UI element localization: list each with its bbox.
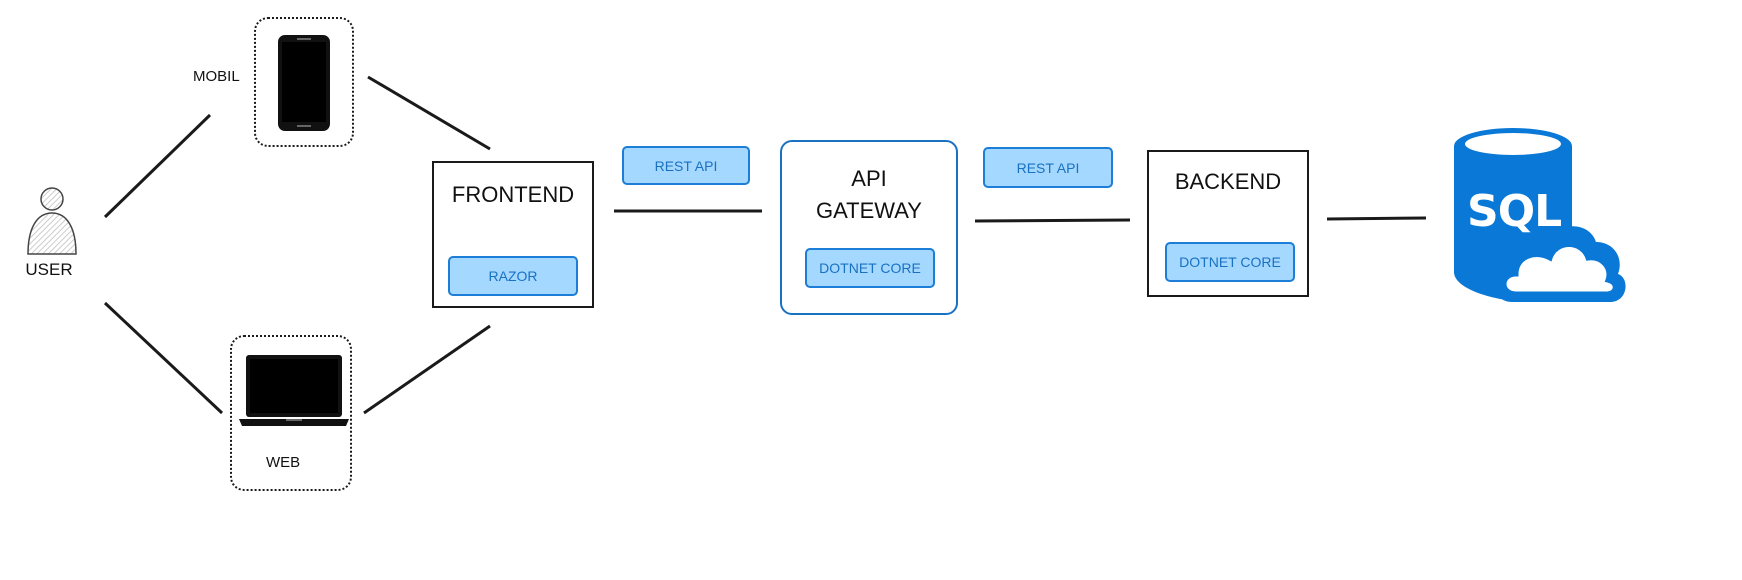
backend-title: BACKEND	[1174, 169, 1282, 194]
line-gateway-backend	[974, 218, 1131, 223]
mobile-label: MOBIL	[193, 68, 240, 85]
laptop-icon	[239, 355, 349, 426]
line-backend-sql	[1326, 216, 1427, 221]
line-user-web	[103, 301, 224, 415]
user-icon	[27, 187, 77, 255]
gateway-tech-chip: DOTNET CORE	[805, 248, 935, 288]
gateway-title-line2: GATEWAY	[816, 198, 922, 223]
smartphone-icon	[278, 35, 330, 131]
backend-box: BACKEND DOTNET CORE	[1147, 150, 1309, 297]
api-gateway-box: API GATEWAY DOTNET CORE	[780, 140, 958, 315]
line-user-mobile	[103, 113, 212, 219]
line-web-frontend	[363, 324, 491, 415]
frontend-box: FRONTEND RAZOR	[432, 161, 594, 308]
backend-tech-chip: DOTNET CORE	[1165, 242, 1295, 282]
sql-database-icon	[1454, 128, 1626, 302]
rest-api-chip-1: REST API	[622, 146, 750, 185]
line-mobile-frontend	[367, 75, 491, 151]
sql-label: SQL	[1467, 186, 1562, 237]
rest-api-chip-2: REST API	[983, 147, 1113, 188]
frontend-tech-chip: RAZOR	[448, 256, 578, 296]
web-device-frame	[230, 335, 352, 491]
gateway-title-line1: API	[851, 166, 887, 191]
frontend-title: FRONTEND	[451, 182, 575, 207]
user-label: USER	[25, 260, 73, 279]
mobile-device-frame	[254, 17, 354, 147]
web-label: WEB	[266, 454, 301, 471]
